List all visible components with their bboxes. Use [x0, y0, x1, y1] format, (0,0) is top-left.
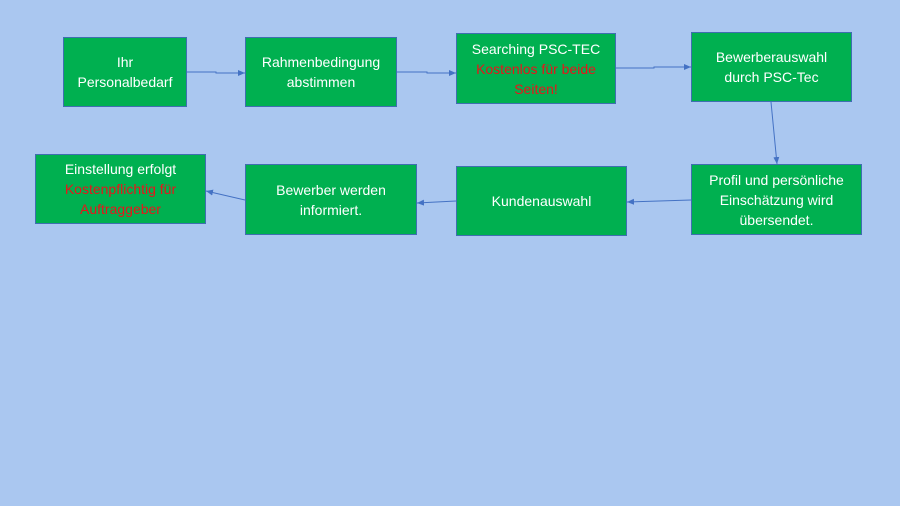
- step-text: abstimmen: [286, 74, 356, 90]
- step-text: Einschätzung wird: [719, 191, 834, 208]
- step-cost-note: Kostenlos für beide: [476, 60, 596, 77]
- step-bewerberauswahl: Bewerberauswahl durch PSC-Tec: [691, 32, 852, 102]
- step-text: Ihr: [116, 54, 134, 70]
- step-cost-note: Kostenpflichtig für: [64, 181, 177, 197]
- step-bewerber-informiert: Bewerber werden informiert.: [245, 164, 417, 235]
- step-einstellung: Einstellung erfolgt Kostenpflichtig für …: [35, 154, 206, 224]
- step-text: Searching PSC-TEC: [471, 40, 601, 57]
- step-cost-note: Auftraggeber: [80, 201, 161, 217]
- step-searching: Searching PSC-TEC Kostenlos für beide Se…: [456, 33, 616, 104]
- step-text: Profil und persönliche: [709, 171, 844, 188]
- step-text: Personalbedarf: [77, 74, 173, 90]
- step-text: Einstellung erfolgt: [64, 161, 177, 177]
- arrow-5-to-6: [626, 198, 692, 205]
- step-text: Bewerber werden: [276, 181, 386, 198]
- step-kundenauswahl: Kundenauswahl: [456, 166, 627, 236]
- step-text: durch PSC-Tec: [724, 69, 819, 85]
- arrow-3-to-4: [616, 64, 691, 70]
- arrow-1-to-2: [187, 70, 245, 76]
- step-cost-note: Seiten!: [514, 80, 558, 97]
- step-text: Bewerberauswahl: [715, 49, 828, 65]
- step-text: übersendet.: [739, 211, 814, 228]
- step-personalbedarf: Ihr Personalbedarf: [63, 37, 187, 107]
- step-profil: Profil und persönliche Einschätzung wird…: [691, 164, 862, 235]
- arrow-7-to-8: [205, 189, 246, 201]
- step-text: informiert.: [299, 201, 363, 218]
- arrow-6-to-7: [416, 199, 457, 206]
- step-rahmenbedingung: Rahmenbedingung abstimmen: [245, 37, 397, 107]
- step-text: Rahmenbedingung: [261, 54, 381, 70]
- step-text: Kundenauswahl: [491, 193, 592, 209]
- arrow-2-to-3: [397, 70, 456, 76]
- arrow-4-to-5: [770, 101, 780, 165]
